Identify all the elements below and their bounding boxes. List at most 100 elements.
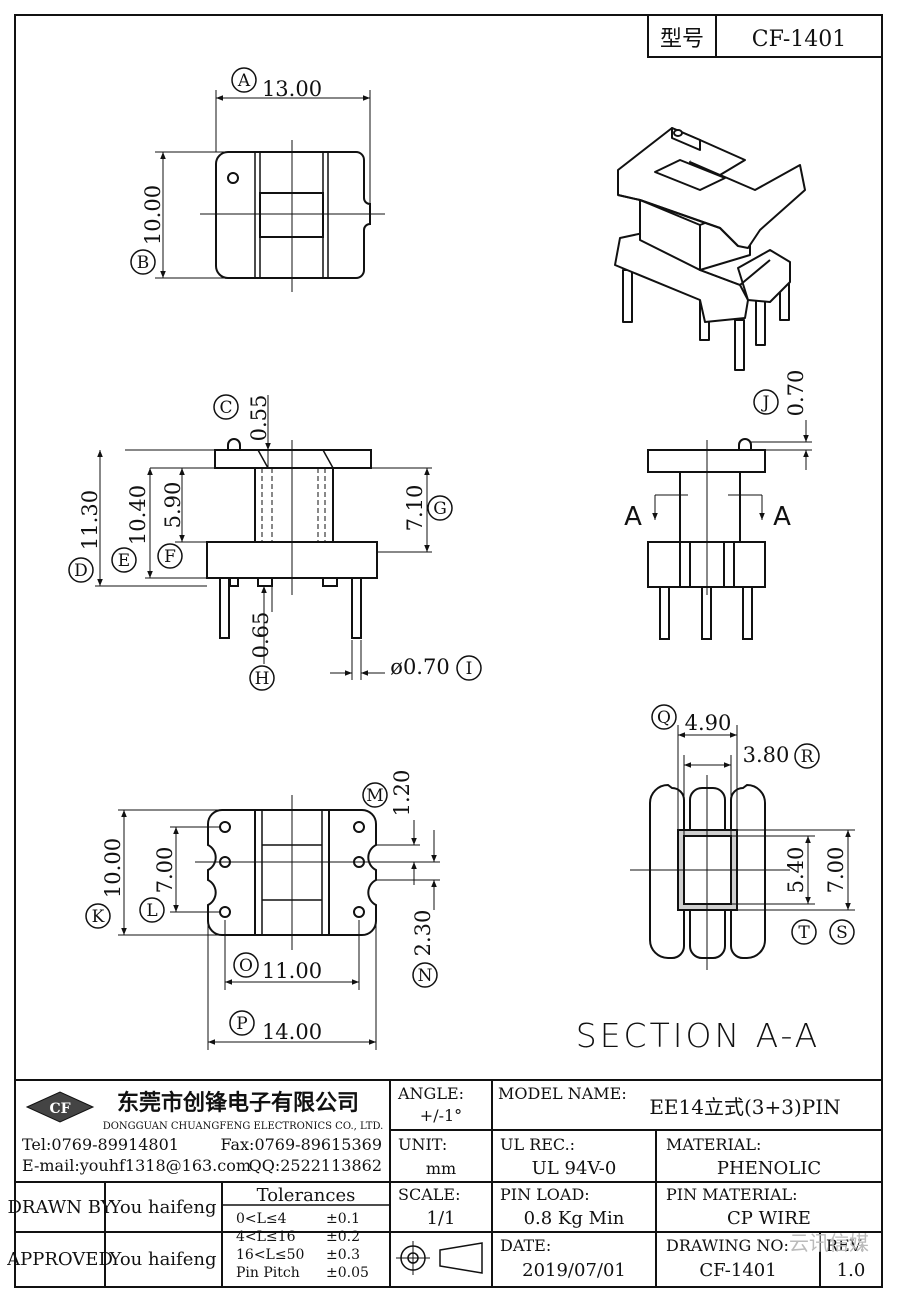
dim-e: E 10.40 (111, 485, 150, 573)
pin-material-label: PIN MATERIAL: (666, 1185, 798, 1204)
value-n: 2.30 (411, 910, 435, 957)
dim-r: 3.80 R (743, 743, 820, 769)
dim-m: M 1.20 (362, 770, 414, 816)
label-s: S (836, 923, 848, 943)
ul-label: UL REC.: (500, 1135, 575, 1154)
label-f: F (164, 547, 176, 567)
drawing-no-value: CF-1401 (699, 1260, 776, 1281)
value-p: 14.00 (262, 1020, 322, 1044)
value-g: 7.10 (403, 485, 427, 532)
label-b: B (137, 253, 150, 273)
dim-g: G 7.10 (403, 485, 453, 532)
value-i: ø0.70 (390, 655, 449, 679)
section-title: SECTION A-A (576, 1016, 821, 1055)
watermark: 云讯信媒 (789, 1231, 869, 1255)
dim-q: Q 4.90 (651, 704, 732, 735)
company-en: DONGGUAN CHUANGFENG ELECTRONICS CO., LTD… (103, 1121, 384, 1132)
value-s: 7.00 (824, 847, 848, 894)
company-cn: 东莞市创锋电子有限公司 (117, 1090, 359, 1116)
rev-value: 1.0 (837, 1260, 866, 1281)
value-c: 0.55 (247, 395, 271, 442)
value-a: 13.00 (262, 77, 322, 101)
dim-c: C 0.55 (213, 394, 271, 442)
tol-range-3: 16<L≤50 (236, 1247, 304, 1263)
label-m: M (366, 786, 383, 806)
approved-value: You haifeng (109, 1249, 217, 1270)
tol-value-2: ±0.2 (326, 1229, 360, 1245)
date-value: 2019/07/01 (522, 1260, 626, 1281)
label-k: K (92, 907, 105, 927)
approved-label: APPROVED (6, 1249, 113, 1270)
dim-n: N 2.30 (411, 910, 438, 988)
value-f: 5.90 (161, 482, 185, 529)
label-i: I (466, 659, 473, 679)
dim-a: A 13.00 (231, 67, 322, 101)
unit-label: UNIT: (398, 1135, 447, 1154)
model-name-label: MODEL NAME: (498, 1084, 627, 1103)
value-o: 11.00 (262, 959, 322, 983)
value-j: 0.70 (784, 370, 808, 417)
label-e: E (118, 551, 130, 571)
title-block (15, 1079, 882, 1287)
dim-i: ø0.70 I (390, 655, 482, 681)
dim-f: F 5.90 (157, 482, 185, 569)
value-t: 5.40 (784, 847, 808, 894)
dim-p: P 14.00 (229, 1010, 322, 1044)
value-b: 10.00 (141, 185, 165, 245)
drawing-no-label: DRAWING NO: (666, 1236, 789, 1255)
side-view (647, 420, 812, 640)
label-h: H (255, 669, 270, 689)
dim-l: L 7.00 (139, 847, 177, 923)
tol-value-3: ±0.3 (326, 1247, 360, 1263)
tol-value-1: ±0.1 (326, 1211, 360, 1227)
value-q: 4.90 (685, 711, 732, 735)
dim-o: O 11.00 (233, 952, 322, 983)
scale-value: 1/1 (427, 1208, 456, 1229)
label-j: J (761, 393, 770, 413)
label-t: T (798, 923, 810, 943)
label-c: C (219, 398, 232, 418)
bottom-view (118, 795, 440, 1050)
angle-label: ANGLE: (397, 1084, 464, 1103)
label-r: R (801, 747, 815, 767)
material-label: MATERIAL: (666, 1135, 761, 1154)
label-l: L (146, 901, 157, 921)
drawn-by-label: DRAWN BY (7, 1197, 113, 1218)
company-tel: Tel:0769-89914801 (22, 1135, 179, 1154)
value-k: 10.00 (101, 838, 125, 898)
dim-d: D 11.30 (68, 490, 102, 583)
section-mark-left: A (624, 502, 642, 532)
section-mark-right: A (773, 502, 791, 532)
company-fax: Fax:0769-89615369 (220, 1135, 382, 1154)
section-view (630, 725, 855, 970)
front-view (95, 395, 432, 680)
model-name-value: EE14立式(3+3)PIN (649, 1095, 840, 1119)
value-d: 11.30 (78, 490, 102, 550)
value-h: 0.65 (249, 612, 273, 659)
label-q: Q (657, 708, 671, 728)
label-a: A (237, 71, 251, 91)
company-logo: CF (49, 1101, 70, 1117)
angle-value: +/-1° (420, 1106, 462, 1125)
label-g: G (433, 499, 447, 519)
pin-load-value: 0.8 Kg Min (524, 1208, 625, 1229)
pin-material-value: CP WIRE (727, 1208, 811, 1229)
date-label: DATE: (500, 1236, 551, 1255)
dim-j: J 0.70 (753, 370, 808, 417)
company-qq: QQ:2522113862 (249, 1156, 382, 1175)
label-o: O (239, 956, 253, 976)
value-e: 10.40 (126, 485, 150, 545)
model-number: CF-1401 (752, 27, 847, 52)
model-label: 型号 (660, 27, 704, 52)
unit-value: mm (426, 1159, 456, 1178)
ul-value: UL 94V-0 (532, 1158, 617, 1179)
rev-label: REV: (826, 1236, 865, 1255)
label-d: D (74, 561, 88, 581)
company-email: E-mail:youhf1318@163.com (22, 1156, 251, 1175)
value-l: 7.00 (153, 847, 177, 894)
dim-s: S 7.00 (824, 847, 855, 945)
scale-label: SCALE: (398, 1185, 460, 1204)
drawn-by-value: You haifeng (109, 1197, 217, 1218)
tol-value-4: ±0.05 (326, 1265, 369, 1281)
dim-h: H 0.65 (249, 612, 275, 691)
